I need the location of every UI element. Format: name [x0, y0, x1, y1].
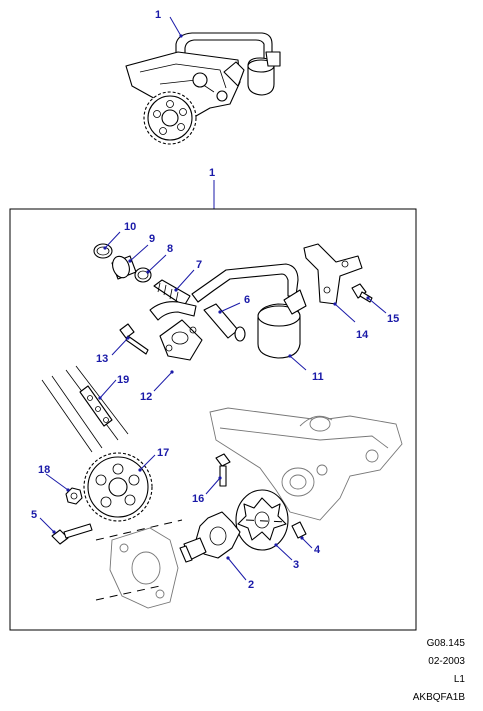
- bolt-13: [119, 323, 149, 355]
- inner-rotor-shaft-2: [179, 511, 241, 563]
- flange-gasket-12: [159, 319, 203, 361]
- exploded-view-frame: [9, 208, 417, 631]
- callout-frame-assembly: 1: [209, 167, 215, 179]
- bracket-14: [303, 243, 363, 305]
- callout-12: 12: [140, 391, 152, 403]
- sleeve-9: [111, 255, 137, 280]
- callout-14: 14: [356, 329, 369, 341]
- callout-7: 7: [196, 259, 202, 271]
- reference-code: AKBQFA1B: [412, 692, 465, 703]
- bolt-15: [351, 283, 373, 303]
- callout-2: 2: [248, 579, 254, 591]
- callout-9: 9: [149, 233, 155, 245]
- dowel-pin-4: [291, 521, 307, 539]
- callout-17: 17: [157, 447, 169, 459]
- pickup-tube: [149, 263, 299, 321]
- callout-3: 3: [293, 559, 299, 571]
- callout-8: 8: [167, 243, 173, 255]
- bolt-16: [215, 453, 231, 487]
- callout-6: 6: [244, 294, 250, 306]
- callout-4: 4: [314, 544, 321, 556]
- nut-18: [65, 487, 83, 505]
- strainer-11: [257, 289, 307, 359]
- callout-19: 19: [117, 374, 129, 386]
- seal-8: [134, 267, 152, 283]
- assembled-oil-pump-illustration: [125, 32, 281, 145]
- callout-16: 16: [192, 493, 204, 505]
- reference-date: 02-2003: [428, 656, 465, 667]
- outer-rotor-3: [235, 489, 289, 551]
- callout-top-assembly: 1: [155, 9, 161, 21]
- reference-page: G08.145: [426, 638, 465, 649]
- callout-18: 18: [38, 464, 50, 476]
- sprocket-17: [83, 452, 153, 522]
- timing-chain-19: [41, 365, 129, 453]
- callout-11: 11: [312, 371, 324, 383]
- spacer-6: [203, 303, 246, 342]
- pump-housing-ghost: [209, 407, 403, 521]
- reference-variant: L1: [453, 674, 465, 685]
- pump-cover-ghost: [109, 527, 179, 609]
- callout-5: 5: [31, 509, 37, 521]
- callout-13: 13: [96, 353, 108, 365]
- bolt-5: [51, 523, 93, 545]
- callout-15: 15: [387, 313, 399, 325]
- callout-10: 10: [124, 221, 136, 233]
- o-ring-10: [93, 243, 113, 259]
- hose-7: [153, 279, 191, 307]
